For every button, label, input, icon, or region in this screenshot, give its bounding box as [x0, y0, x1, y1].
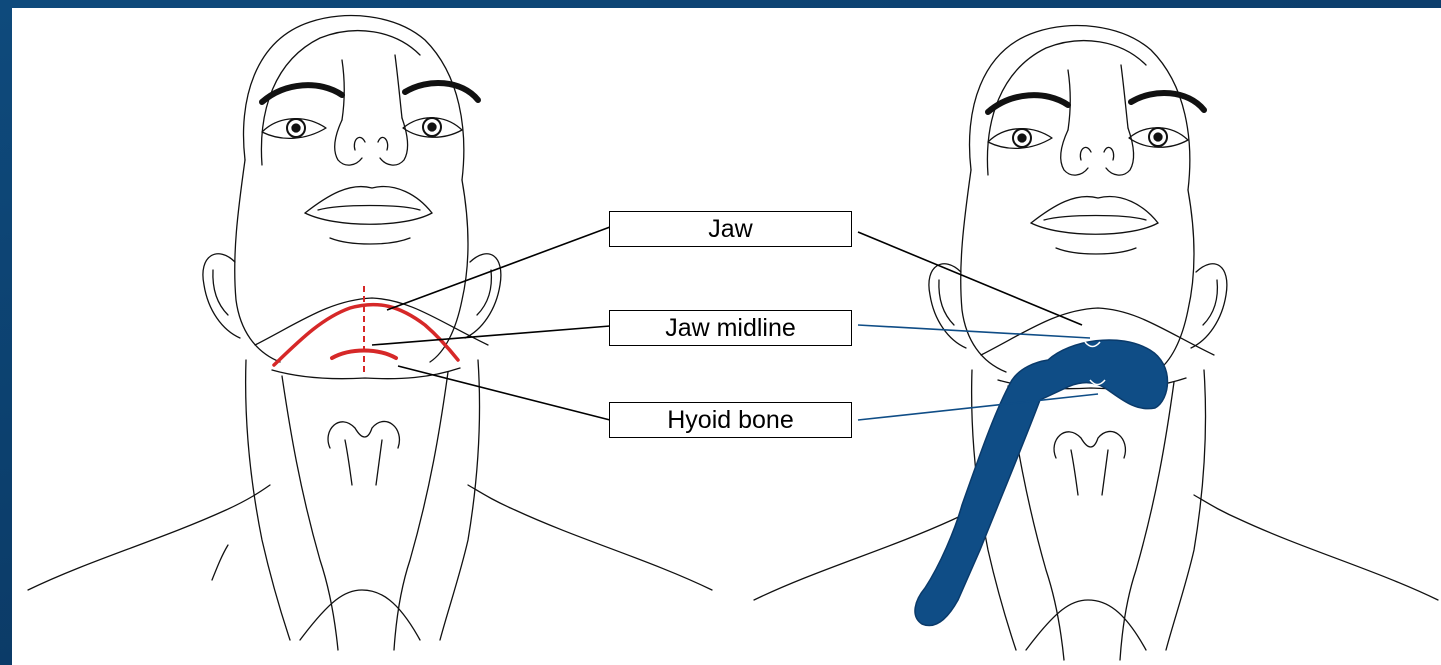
hyoid-bone-label-text: Hyoid bone: [667, 406, 793, 435]
jaw-leader-right: [858, 232, 1082, 325]
hyoid-leader-right: [858, 394, 1098, 420]
jaw-label-text: Jaw: [708, 215, 752, 244]
jaw-midline-leader-right: [858, 325, 1090, 338]
jaw-midline-label: Jaw midline: [609, 310, 852, 346]
jaw-red-curve: [274, 305, 458, 365]
jaw-midline-label-text: Jaw midline: [665, 314, 796, 343]
hyoid-leader-left: [398, 366, 610, 420]
blue-neck-device: [915, 340, 1168, 626]
jaw-label: Jaw: [609, 211, 852, 247]
hyoid-bone-label: Hyoid bone: [609, 402, 852, 438]
jaw-leader-left: [387, 227, 610, 310]
jaw-midline-leader-left: [372, 326, 610, 345]
